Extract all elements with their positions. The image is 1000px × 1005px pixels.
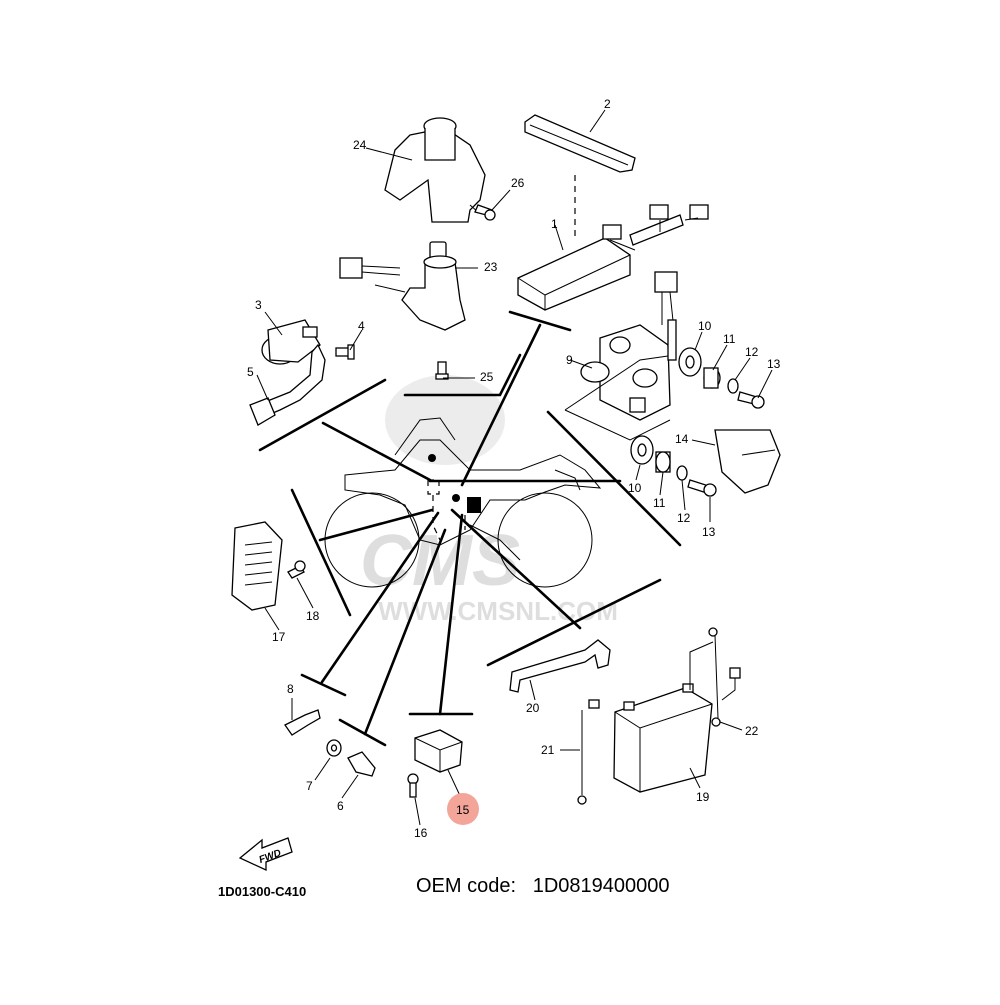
- part-11-lower-collar: [655, 451, 671, 473]
- part-22-cable: [689, 627, 741, 727]
- bike-location-markers: [427, 454, 481, 541]
- part-6-switch: [347, 751, 376, 777]
- part-14-relay-cover: [714, 429, 781, 494]
- part-21-cable: [577, 699, 600, 805]
- callout-22[interactable]: 22: [745, 724, 759, 738]
- callout-10-lower[interactable]: 10: [628, 481, 642, 495]
- callout-25[interactable]: 25: [480, 370, 494, 384]
- callout-13-upper[interactable]: 13: [767, 357, 781, 371]
- highlight-marker: [447, 793, 479, 825]
- callout-16[interactable]: 16: [414, 826, 428, 840]
- part-5-plug-cap: [249, 343, 326, 426]
- callout-11-upper[interactable]: 11: [723, 332, 736, 346]
- part-19-battery: [613, 683, 713, 793]
- part-16-bolt: [407, 773, 419, 798]
- callout-19[interactable]: 19: [696, 790, 710, 804]
- part-4-bolt: [335, 344, 355, 360]
- part-18-screw: [287, 560, 306, 579]
- callout-4[interactable]: 4: [358, 319, 365, 333]
- callout-7[interactable]: 7: [306, 779, 313, 793]
- callout-13-lower[interactable]: 13: [702, 525, 716, 539]
- leader-lines: [258, 310, 682, 747]
- part-8-sensor: [284, 709, 321, 736]
- callout-21[interactable]: 21: [541, 743, 555, 757]
- part-20-battery-bracket: [509, 639, 611, 693]
- part-23-ignition-switch: [339, 241, 466, 331]
- watermark: CMS WWW.CMSNL.COM: [360, 375, 618, 626]
- part-13-lower-bolt: [687, 479, 717, 497]
- callout-17[interactable]: 17: [272, 630, 286, 644]
- part-13-upper-bolt: [737, 391, 765, 409]
- part-25-bolt: [435, 361, 449, 380]
- part-10-upper-grommet: [678, 347, 702, 377]
- callout-23[interactable]: 23: [484, 260, 498, 274]
- callout-14[interactable]: 14: [675, 432, 689, 446]
- callout-9[interactable]: 9: [566, 353, 573, 367]
- callout-2[interactable]: 2: [604, 97, 611, 111]
- part-12-upper-washer: [727, 378, 739, 394]
- callout-12-lower[interactable]: 12: [677, 511, 691, 525]
- fwd-arrow: FWD: [238, 837, 293, 872]
- part-1-cdi-unit: [517, 204, 709, 311]
- callout-20[interactable]: 20: [526, 701, 540, 715]
- oem-code-line: OEM code: 1D0819400000: [416, 875, 670, 898]
- part-9-relay-assembly: [564, 271, 678, 441]
- callout-numbers: 24 26 23 25 2 1 3 4 5 9 10 11 12 13 14 1…: [247, 97, 781, 840]
- watermark-brand: CMS: [360, 521, 520, 601]
- oem-code-label: OEM code:: [416, 875, 517, 897]
- diagram-code: 1D01300-C410: [218, 884, 307, 899]
- callout-1[interactable]: 1: [551, 217, 558, 231]
- part-7-washer: [326, 739, 342, 757]
- part-10-lower-grommet: [630, 435, 654, 465]
- callout-12-upper[interactable]: 12: [745, 345, 759, 359]
- part-2-strap: [524, 114, 636, 240]
- callout-5[interactable]: 5: [247, 365, 254, 379]
- callout-11-lower[interactable]: 11: [653, 496, 666, 510]
- part-15-relay: [414, 729, 463, 773]
- callout-18[interactable]: 18: [306, 609, 320, 623]
- callout-24[interactable]: 24: [353, 138, 367, 152]
- callout-3[interactable]: 3: [255, 298, 262, 312]
- callout-6[interactable]: 6: [337, 799, 344, 813]
- part-11-upper-collar: [703, 367, 721, 389]
- part-17-regulator: [231, 521, 283, 611]
- oem-code-value: 1D0819400000: [532, 875, 670, 897]
- fwd-label: FWD: [258, 848, 283, 866]
- callout-10-upper[interactable]: 10: [698, 319, 712, 333]
- part-26-screw: [474, 204, 496, 221]
- callout-26[interactable]: 26: [511, 176, 525, 190]
- part-12-lower-washer: [676, 465, 688, 481]
- part-24-cover: [384, 117, 486, 223]
- part-3-ignition-coil: [261, 319, 321, 365]
- callout-8[interactable]: 8: [287, 682, 294, 696]
- callout-15[interactable]: 15: [456, 803, 470, 817]
